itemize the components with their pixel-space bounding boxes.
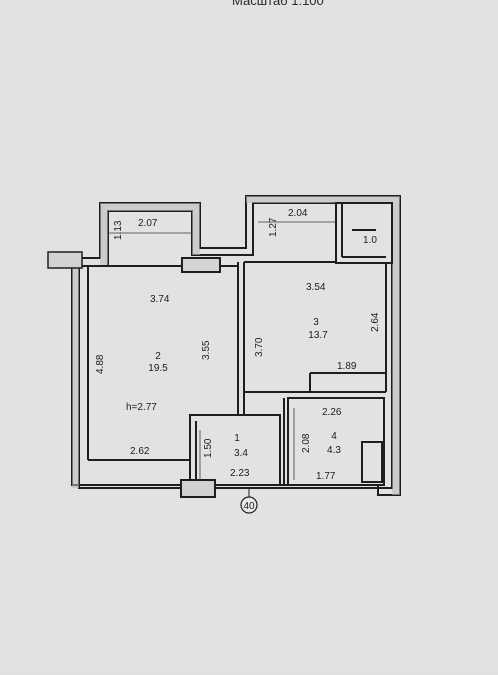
partitions (87, 202, 393, 498)
room-3-number: 3 (313, 317, 319, 328)
dim-2-23: 2.23 (230, 468, 250, 479)
room-2-area: 19.5 (148, 363, 168, 374)
dim-4-88: 4.88 (95, 354, 106, 374)
dim-1-89: 1.89 (337, 361, 357, 372)
dim-2-07: 2.07 (138, 218, 158, 229)
room-2-number: 2 (155, 351, 161, 362)
dim-3-74: 3.74 (150, 294, 170, 305)
dimension-labels: 2.07 1.13 3.74 3.55 4.88 h=2.77 2.62 2.0… (95, 208, 381, 482)
dim-1-27: 1.27 (268, 217, 279, 237)
shaft-area: 1.0 (363, 235, 377, 246)
dimension-lines (108, 221, 335, 480)
dim-ceiling-height: h=2.77 (126, 402, 157, 413)
room-labels: 1 3.4 2 19.5 3 13.7 4 4.3 1.0 (148, 235, 377, 459)
dim-1-50: 1.50 (203, 438, 214, 458)
dim-2-26: 2.26 (322, 407, 342, 418)
scale-label: Масштаб 1:100 (232, 0, 324, 8)
dim-3-55: 3.55 (201, 340, 212, 360)
balcony-stub (47, 251, 83, 269)
dim-1-77: 1.77 (316, 471, 336, 482)
axis-marker-label: 40 (243, 501, 255, 512)
dim-2-64: 2.64 (370, 312, 381, 332)
room-1-area: 3.4 (234, 448, 248, 459)
dim-2-08: 2.08 (301, 433, 312, 453)
room-4-area: 4.3 (327, 445, 341, 456)
dim-1-13: 1.13 (113, 220, 124, 240)
room-1-number: 1 (234, 433, 240, 444)
room-4-number: 4 (331, 431, 337, 442)
dim-2-04: 2.04 (288, 208, 308, 219)
room-3-area: 13.7 (308, 330, 328, 341)
axis-marker: 40 (240, 488, 258, 514)
wall-fill (72, 196, 400, 495)
dim-3-54: 3.54 (306, 282, 326, 293)
dim-3-70: 3.70 (254, 337, 265, 357)
dim-2-62: 2.62 (130, 446, 150, 457)
